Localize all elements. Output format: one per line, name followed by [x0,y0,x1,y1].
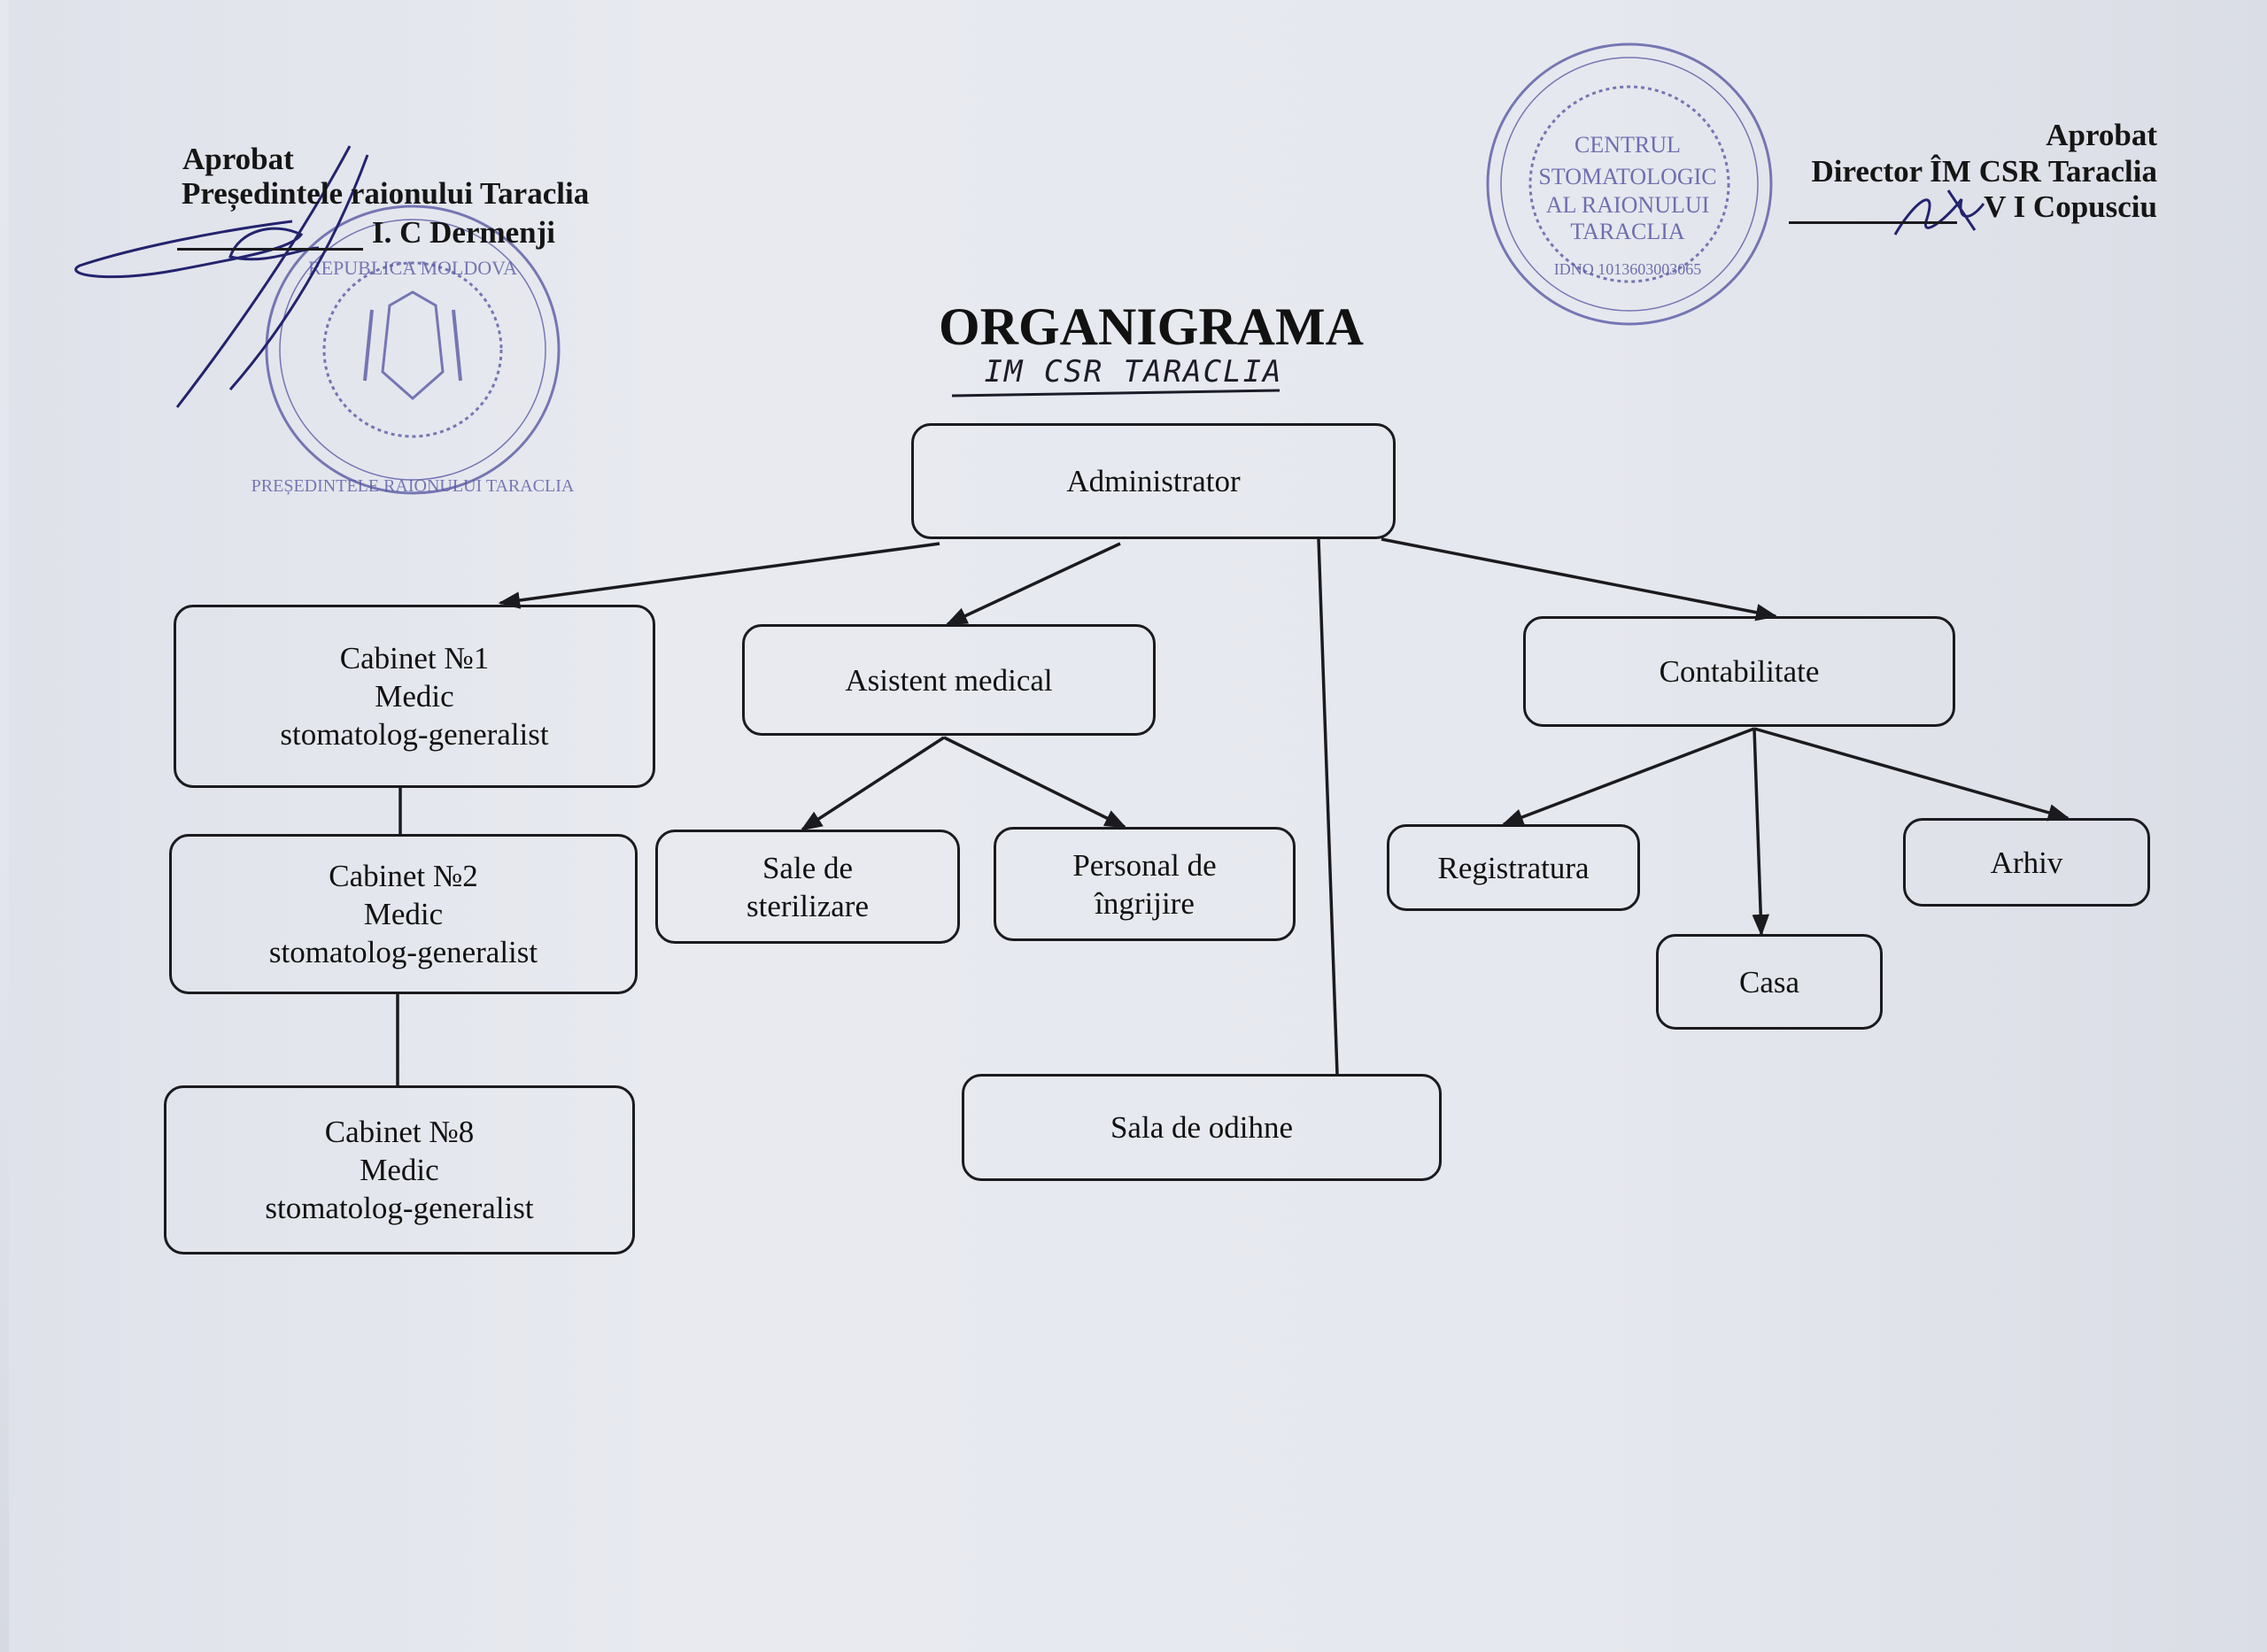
node-sala-odihne: Sala de odihne [962,1074,1442,1181]
svg-text:STOMATOLOGIC: STOMATOLOGIC [1538,164,1716,189]
approval-right-label: Aprobat [2046,118,2157,152]
node-label: stomatolog-generalist [268,935,538,969]
node-cabinet1: Cabinet №1 Medic stomatolog-generalist [174,605,655,788]
node-label: Cabinet №8 [324,1115,475,1149]
node-label: Administrator [1066,464,1241,498]
node-arhiv: Arhiv [1903,818,2150,907]
node-label: Medic [360,1153,439,1187]
node-label: Medic [363,897,444,931]
node-contabilitate: Contabilitate [1523,616,1955,727]
stamp-left-text-bottom: PREȘEDINTELE RAIONULUI TARACLIA [251,476,575,496]
edge-admin-odihne [1317,538,1339,1075]
node-label: Registratura [1437,850,1590,885]
edge-admin-cabinet1 [498,542,940,609]
signature-right [1893,189,1985,235]
approval-right-name: V I Copusciu [1984,189,2157,224]
node-label: Personal de [1072,847,1217,883]
edge-admin-contabilitate [1381,537,1778,621]
svg-text:IDNO 1013603003065: IDNO 1013603003065 [1554,260,1702,278]
node-cabinet8: Cabinet №8 Medic stomatolog-generalist [164,1085,635,1254]
subtitle-underline [951,389,1281,398]
node-cabinet2: Cabinet №2 Medic stomatolog-generalist [169,834,638,994]
page-title: ORGANIGRAMA [939,297,1364,356]
node-label: Sala de odihne [1110,1110,1294,1145]
svg-text:TARACLIA: TARACLIA [1570,219,1685,244]
handwritten-subtitle: IM CSR TARACLIA [984,354,1283,390]
node-label: Asistent medical [845,662,1053,698]
edge-contab-casa [1752,728,1770,937]
node-label: îngrijire [1095,885,1195,921]
node-casa: Casa [1656,934,1883,1030]
stamp-left [265,205,561,495]
stamp-right [1486,42,1773,326]
node-label: stomatolog-generalist [280,717,549,752]
node-label: Contabilitate [1659,654,1820,689]
approval-right-title: Director ÎM CSR Taraclia [1811,154,2157,189]
signature-line-left [177,248,363,251]
stamp-right-text: CENTRUL STOMATOLOGIC AL RAIONULUI TARACL… [1538,132,1716,278]
edge-contab-arhiv [1753,727,2070,822]
node-label: Cabinet №2 [329,859,478,893]
edge-asistent-sterilizare [800,736,945,831]
node-label: Cabinet №1 [339,641,490,675]
node-label: Medic [375,679,454,714]
signature-line-right [1789,221,1957,224]
svg-text:AL RAIONULUI: AL RAIONULUI [1546,192,1710,218]
stamp-left-text: REPUBLICA MOLDOVA [308,257,517,279]
svg-text:CENTRUL: CENTRUL [1575,132,1681,158]
approval-left-title: Președintele raionului Taraclia [182,176,590,211]
edge-contab-registratura [1501,727,1755,826]
node-label: Arhiv [1990,845,2063,880]
node-label: Sale de [762,850,854,885]
node-label: Casa [1738,964,1800,1000]
node-label: stomatolog-generalist [265,1191,534,1225]
edge-asistent-ingrijire [943,736,1127,829]
node-asistent-medical: Asistent medical [742,624,1156,736]
signature-left [74,145,369,408]
edge-admin-asistent [945,542,1121,626]
node-label: sterilizare [747,888,869,923]
node-sale-sterilizare: Sale de sterilizare [655,830,960,944]
node-personal-ingrijire: Personal de îngrijire [994,827,1296,941]
node-registratura: Registratura [1387,824,1640,911]
approval-left-name: I. C Dermenji [372,215,556,250]
node-administrator: Administrator [911,423,1396,539]
approval-left-label: Aprobat [182,142,294,176]
